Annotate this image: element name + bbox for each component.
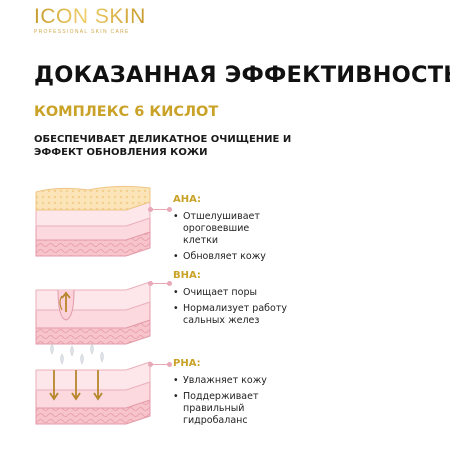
bha-skin-layers-illustration: [35, 281, 151, 345]
aha-title: AHA:: [173, 194, 202, 205]
pha-connector: [148, 362, 172, 367]
brand-logo: ICON SKIN PROFESSIONAL SKIN CARE: [34, 5, 146, 36]
aha-point: Отшелушивает ороговевшие клетки: [173, 211, 278, 247]
section-description: ОБЕСПЕЧИВАЕТ ДЕЛИКАТНОЕ ОЧИЩЕНИЕ И ЭФФЕК…: [34, 134, 292, 158]
bha-connector: [148, 281, 172, 286]
aha-info: AHA: Отшелушивает ороговевшие клетки Обн…: [173, 194, 278, 267]
section-subtitle: КОМПЛЕКС 6 КИСЛОТ: [34, 104, 219, 120]
brand-name: ICON SKIN: [34, 5, 146, 28]
bha-title: BHA:: [173, 270, 201, 281]
pha-info: PHA: Увлажняет кожу Поддерживает правиль…: [173, 358, 303, 431]
pha-point: Увлажняет кожу: [173, 375, 303, 387]
pha-point: Поддерживает правильный гидробаланс: [173, 391, 303, 427]
page-title: ДОКАЗАННАЯ ЭФФЕКТИВНОСТЬ: [34, 62, 450, 88]
aha-point: Обновляет кожу: [173, 251, 278, 263]
bha-info: BHA: Очищает поры Нормализует работу сал…: [173, 270, 288, 331]
aha-connector: [148, 207, 172, 212]
pha-skin-layers-illustration: [35, 343, 151, 425]
bha-point: Нормализует работу сальных желез: [173, 303, 288, 327]
brand-tagline: PROFESSIONAL SKIN CARE: [34, 29, 130, 35]
pha-title: PHA:: [173, 358, 201, 369]
aha-skin-layers-illustration: [35, 185, 151, 257]
bha-point: Очищает поры: [173, 287, 288, 299]
